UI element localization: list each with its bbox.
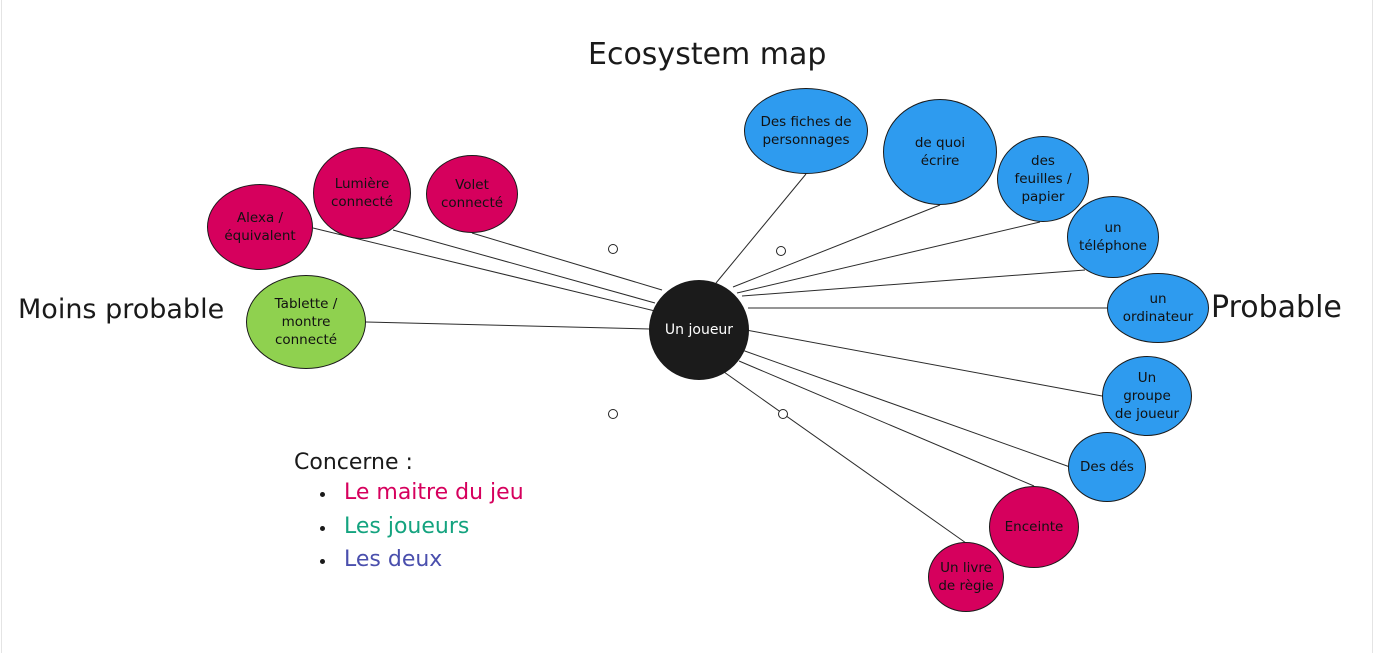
node-alexa-equivalent[interactable]: Alexa / équivalent xyxy=(207,184,313,270)
node-des-feuilles-papier[interactable]: des feuilles / papier xyxy=(997,136,1089,222)
node-label: des feuilles / papier xyxy=(1014,153,1072,205)
legend-label-players: Les joueurs xyxy=(344,513,470,539)
legend-title: Concerne : xyxy=(294,450,413,475)
center-node-label: Un joueur xyxy=(664,322,734,338)
node-des-fiches-de-personnages[interactable]: Des fiches de personnages xyxy=(744,88,868,174)
edge-line xyxy=(738,360,1035,487)
node-label: Alexa / équivalent xyxy=(224,210,296,244)
node-un-groupe-de-joueur[interactable]: Un groupe de joueur xyxy=(1102,356,1192,436)
selection-handle-bottom-left[interactable] xyxy=(608,409,618,419)
legend-item-both: Les deux xyxy=(294,547,524,581)
edge-line xyxy=(715,173,807,284)
edge-line xyxy=(745,329,1103,397)
node-label: Enceinte xyxy=(1004,519,1064,535)
legend: Concerne : Le maitre du jeu Les joueurs … xyxy=(294,450,524,581)
legend-list: Le maitre du jeu Les joueurs Les deux xyxy=(294,480,524,581)
legend-label-both: Les deux xyxy=(344,547,443,572)
edge-line xyxy=(392,229,656,304)
canvas-frame-right xyxy=(1372,0,1373,653)
legend-label-game-master: Le maitre du jeu xyxy=(344,480,524,505)
node-enceinte[interactable]: Enceinte xyxy=(989,486,1079,568)
node-un-ordinateur[interactable]: un ordinateur xyxy=(1107,273,1209,343)
node-label: Un livre de règie xyxy=(938,560,994,594)
node-label: un ordinateur xyxy=(1122,291,1194,325)
node-volet-connecte[interactable]: Volet connecté xyxy=(426,155,518,233)
edge-line xyxy=(471,232,663,291)
selection-handle-top-left[interactable] xyxy=(608,244,618,254)
axis-label-less-likely: Moins probable xyxy=(18,294,225,325)
selection-handle-bottom-right[interactable] xyxy=(778,409,788,419)
canvas-frame-left xyxy=(1,0,2,653)
edge-line xyxy=(741,349,1071,468)
node-un-livre-de-regie[interactable]: Un livre de règie xyxy=(928,542,1004,612)
node-label: Tablette / montre connecté xyxy=(274,296,338,348)
node-label: Des fiches de personnages xyxy=(760,114,852,148)
node-center-un-joueur[interactable]: Un joueur xyxy=(649,280,749,380)
legend-item-game-master: Le maitre du jeu xyxy=(294,480,524,514)
edge-line xyxy=(365,321,651,330)
edge-line xyxy=(312,227,656,312)
edge-line xyxy=(741,269,1086,297)
node-tablette-montre-connecte[interactable]: Tablette / montre connecté xyxy=(246,275,366,369)
node-un-telephone[interactable]: un téléphone xyxy=(1067,196,1159,278)
node-label: Un groupe de joueur xyxy=(1114,370,1180,422)
edge-line xyxy=(732,204,941,288)
legend-item-players: Les joueurs xyxy=(294,514,524,548)
node-de-quoi-ecrire[interactable]: de quoi écrire xyxy=(883,99,997,205)
node-label: un téléphone xyxy=(1079,220,1147,254)
axis-label-likely: Probable xyxy=(1211,290,1342,325)
node-label: de quoi écrire xyxy=(914,135,966,169)
node-label: Volet connecté xyxy=(440,177,504,211)
edge-line xyxy=(736,221,1041,294)
node-des-des[interactable]: Des dés xyxy=(1068,432,1146,502)
page-title: Ecosystem map xyxy=(588,37,827,72)
node-label: Lumière connecté xyxy=(330,176,394,210)
selection-handle-top-right[interactable] xyxy=(776,246,786,256)
node-lumiere-connecte[interactable]: Lumière connecté xyxy=(313,147,411,239)
edge-line xyxy=(723,371,967,544)
node-label: Des dés xyxy=(1080,459,1134,475)
